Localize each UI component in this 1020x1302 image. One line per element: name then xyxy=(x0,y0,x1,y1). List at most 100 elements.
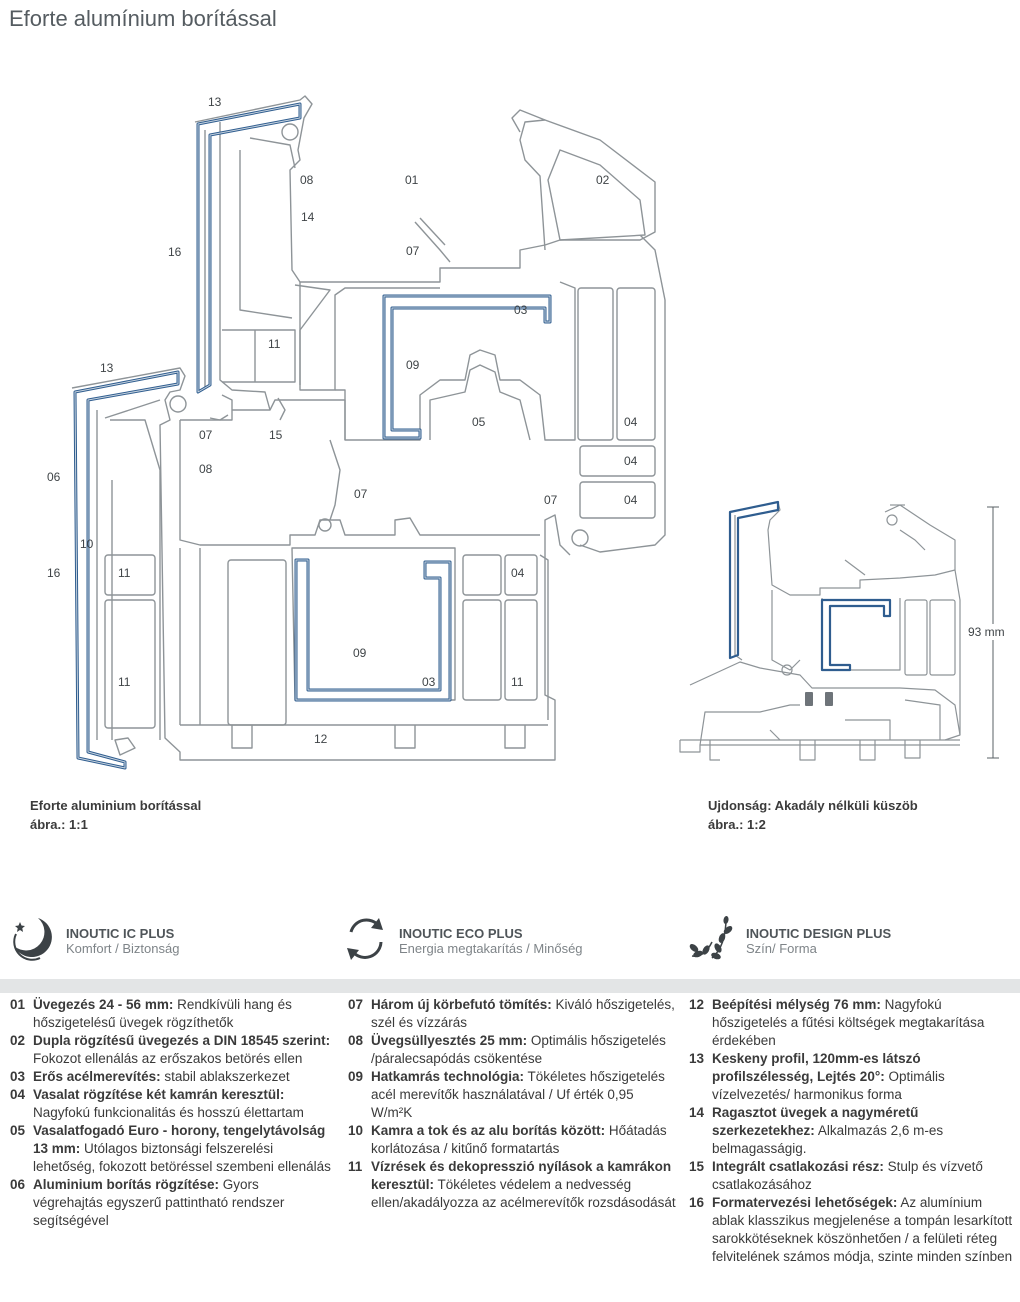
callout-11-d: 11 xyxy=(511,675,524,689)
feature-item-text: Hatkamrás technológia: Tökéletes hőszige… xyxy=(371,1068,678,1122)
feature-ic-plus-subtitle: Komfort / Biztonság xyxy=(66,941,180,956)
feature-item-text: Keskeny profil, 120mm-es látszó profilsz… xyxy=(712,1050,1015,1104)
right-caption-title: Ujdonság: Akadály nélküli küszöb xyxy=(708,798,918,813)
feature-item-text: Beépítési mélység 76 mm: Nagyfokú hőszig… xyxy=(712,996,1015,1050)
feature-item-text: Ragasztot üvegek a nagyméretű szerkezete… xyxy=(712,1104,1015,1158)
callout-07-sash: 07 xyxy=(199,428,213,442)
callout-04-b: 04 xyxy=(624,454,638,468)
feature-item-heading: Üvegsüllyesztés 25 mm: xyxy=(371,1033,528,1048)
feature-item-text: Vasalatfogadó Euro - horony, tengelytávo… xyxy=(33,1122,332,1176)
callout-13-lower: 13 xyxy=(100,361,114,375)
callout-04-a: 04 xyxy=(624,415,638,429)
callout-04-d: 04 xyxy=(511,566,525,580)
feature-item-text: Üvegsüllyesztés 25 mm: Optimális hőszige… xyxy=(371,1032,678,1068)
callout-10: 10 xyxy=(80,537,94,551)
feature-item-number: 05 xyxy=(10,1123,26,1138)
feature-item-text: Dupla rögzítésű üvegezés a DIN 18545 sze… xyxy=(33,1032,332,1068)
feature-item-description: Tökéletes hőszigetelés acél merevítők ha… xyxy=(371,1069,665,1120)
callout-09-upper: 09 xyxy=(406,358,420,372)
right-caption: Ujdonság: Akadály nélküli küszöb ábra.: … xyxy=(708,796,918,834)
callout-02: 02 xyxy=(596,173,610,187)
callout-07-mid: 07 xyxy=(354,487,368,501)
right-caption-scale: ábra.: 1:2 xyxy=(708,817,766,832)
feature-item-description: Stulp és vízvető csatlakozásához xyxy=(712,1159,983,1192)
feature-item-description: Utólagos biztonsági felszerelési lehetős… xyxy=(33,1141,331,1174)
feature-item-description: Nagyfokú hőszigetelés a fűtési költségek… xyxy=(712,997,985,1048)
callout-16-lower: 16 xyxy=(47,566,61,580)
feature-item-description: Kiváló hőszigetelés, szél és vízzárás xyxy=(371,997,675,1030)
left-caption-title: Eforte aluminium borítással xyxy=(30,798,202,813)
feature-item-description: Optimális vízelvezetés/ harmonikus forma xyxy=(712,1069,945,1102)
callout-06: 06 xyxy=(47,470,61,484)
feature-item-heading: Dupla rögzítésű üvegezés a DIN 18545 sze… xyxy=(33,1033,331,1048)
feature-item: 04 Vasalat rögzítése két kamrán keresztül… xyxy=(10,1086,332,1122)
laurel-leaves-icon xyxy=(689,916,733,960)
callout-01: 01 xyxy=(405,173,419,187)
feature-item-heading: Ragasztot üvegek a nagyméretű szerkezete… xyxy=(712,1105,919,1138)
callout-11-c: 11 xyxy=(118,675,131,689)
feature-item-number: 01 xyxy=(10,997,26,1012)
feature-eco-plus-title: INOUTIC ECO PLUS xyxy=(399,926,523,941)
profile-cross-section-drawing: 13 08 01 02 14 16 07 03 11 13 09 07 15 0… xyxy=(47,95,1012,770)
feature-item-text: Vízrések és dekopresszió nyílások a kamr… xyxy=(371,1158,678,1212)
feature-item-heading: Formatervezési lehetőségek: xyxy=(712,1195,898,1210)
feature-item-heading: Integrált csatlakozási rész: xyxy=(712,1159,884,1174)
callout-11-upper: 11 xyxy=(268,337,281,351)
left-caption-scale: ábra.: 1:1 xyxy=(30,817,88,832)
feature-item-heading: Vasalat rögzítése két kamrán keresztül: xyxy=(33,1087,285,1102)
feature-item-text: Aluminium borítás rögzítése: Gyors végre… xyxy=(33,1176,332,1230)
feature-item: 06 Aluminium borítás rögzítése: Gyors vég… xyxy=(10,1176,332,1230)
feature-item-text: Vasalat rögzítése két kamrán keresztül: … xyxy=(33,1086,332,1122)
callout-15: 15 xyxy=(269,428,283,442)
dimension-label: 93 mm xyxy=(968,625,1005,639)
feature-item-heading: Aluminium borítás rögzítése: xyxy=(33,1177,220,1192)
feature-item-number: 12 xyxy=(689,997,705,1012)
recycle-arrows-icon xyxy=(347,918,383,960)
feature-item-heading: Beépítési mélység 76 mm: xyxy=(712,997,881,1012)
feature-item: 09 Hatkamrás technológia: Tökéletes hőszi… xyxy=(348,1068,678,1122)
upper-sash-outline xyxy=(194,95,656,283)
callout-13-upper: 13 xyxy=(208,95,222,109)
feature-item: 12 Beépítési mélység 76 mm: Nagyfokú hősz… xyxy=(689,996,1015,1050)
left-caption: Eforte aluminium borítással ábra.: 1:1 xyxy=(30,796,201,834)
features-column-1: 01 Üvegezés 24 - 56 mm: Rendkívüli hang é… xyxy=(10,996,332,1230)
feature-item-number: 11 xyxy=(348,1159,363,1174)
feature-item-description: stabil ablakszerkezet xyxy=(160,1069,290,1084)
feature-item-heading: Vízrések és dekopresszió nyílások a kamr… xyxy=(371,1159,672,1192)
feature-item-number: 04 xyxy=(10,1087,26,1102)
callout-14: 14 xyxy=(301,210,315,224)
feature-item-heading: Erős acélmerevítés: xyxy=(33,1069,161,1084)
feature-item-number: 10 xyxy=(348,1123,364,1138)
page-title: Eforte alumínium borítással xyxy=(9,6,277,31)
feature-item-text: Erős acélmerevítés: stabil ablakszerkeze… xyxy=(33,1068,332,1086)
callout-09-lower: 09 xyxy=(353,646,367,660)
feature-item-description: Alkalmazás 2,6 m-es belmagasságig. xyxy=(712,1123,944,1156)
callout-11-b: 11 xyxy=(118,566,131,580)
callout-07-right: 07 xyxy=(544,493,558,507)
feature-item-description: Hőátadás korlátozása / kitűnő formatartá… xyxy=(371,1123,667,1156)
feature-item-text: Integrált csatlakozási rész: Stulp és ví… xyxy=(712,1158,1015,1194)
feature-design-plus-title: INOUTIC DESIGN PLUS xyxy=(746,926,892,941)
callout-05: 05 xyxy=(472,415,486,429)
feature-item: 02 Dupla rögzítésű üvegezés a DIN 18545 s… xyxy=(10,1032,332,1068)
feature-item-description: Fokozot ellenálás az erőszakos betörés e… xyxy=(33,1051,303,1066)
callout-07-upper: 07 xyxy=(406,244,420,258)
callout-08-upper: 08 xyxy=(300,173,314,187)
feature-item-number: 15 xyxy=(689,1159,705,1174)
feature-item-number: 07 xyxy=(348,997,364,1012)
feature-item-number: 02 xyxy=(10,1033,26,1048)
feature-item-number: 06 xyxy=(10,1177,26,1192)
callout-16-upper: 16 xyxy=(168,245,182,259)
feature-item-description: Rendkívüli hang és hőszigetelésű üvegek … xyxy=(33,997,292,1030)
callout-08-lower: 08 xyxy=(199,462,213,476)
feature-item-heading: Üvegezés 24 - 56 mm: xyxy=(33,997,174,1012)
feature-item-number: 09 xyxy=(348,1069,364,1084)
feature-ic-plus-title: INOUTIC IC PLUS xyxy=(66,926,175,941)
moon-star-icon xyxy=(13,918,52,961)
